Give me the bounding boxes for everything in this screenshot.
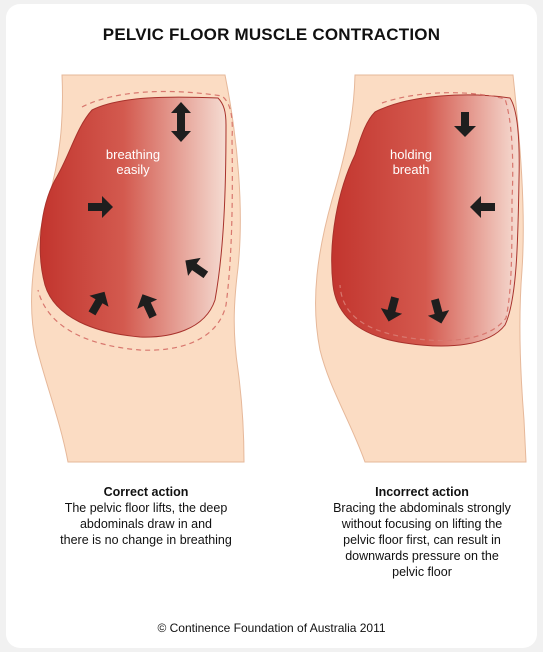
right-inner-label: holding breath [356,147,466,177]
right-torso-figure [316,75,526,462]
right-inner-label-line1: holding [390,147,432,162]
right-caption-line: Bracing the abdominals strongly [333,501,511,515]
left-inner-label-line1: breathing [106,147,160,162]
right-caption: Incorrect action Bracing the abdominals … [302,484,542,580]
copyright-footer: © Continence Foundation of Australia 201… [0,621,543,635]
left-inner-label: breathing easily [78,147,188,177]
right-caption-line: downwards pressure on the [345,549,499,563]
left-caption-line: there is no change in breathing [60,533,232,547]
right-caption-heading: Incorrect action [302,484,542,500]
left-caption-line: abdominals draw in and [80,517,212,531]
right-caption-line: pelvic floor first, can result in [343,533,501,547]
left-torso-figure [32,75,244,462]
left-caption: Correct action The pelvic floor lifts, t… [26,484,266,548]
left-caption-heading: Correct action [26,484,266,500]
right-caption-line: pelvic floor [392,565,452,579]
left-caption-line: The pelvic floor lifts, the deep [65,501,228,515]
right-inner-label-line2: breath [393,162,430,177]
right-caption-line: without focusing on lifting the [342,517,503,531]
left-inner-label-line2: easily [116,162,149,177]
